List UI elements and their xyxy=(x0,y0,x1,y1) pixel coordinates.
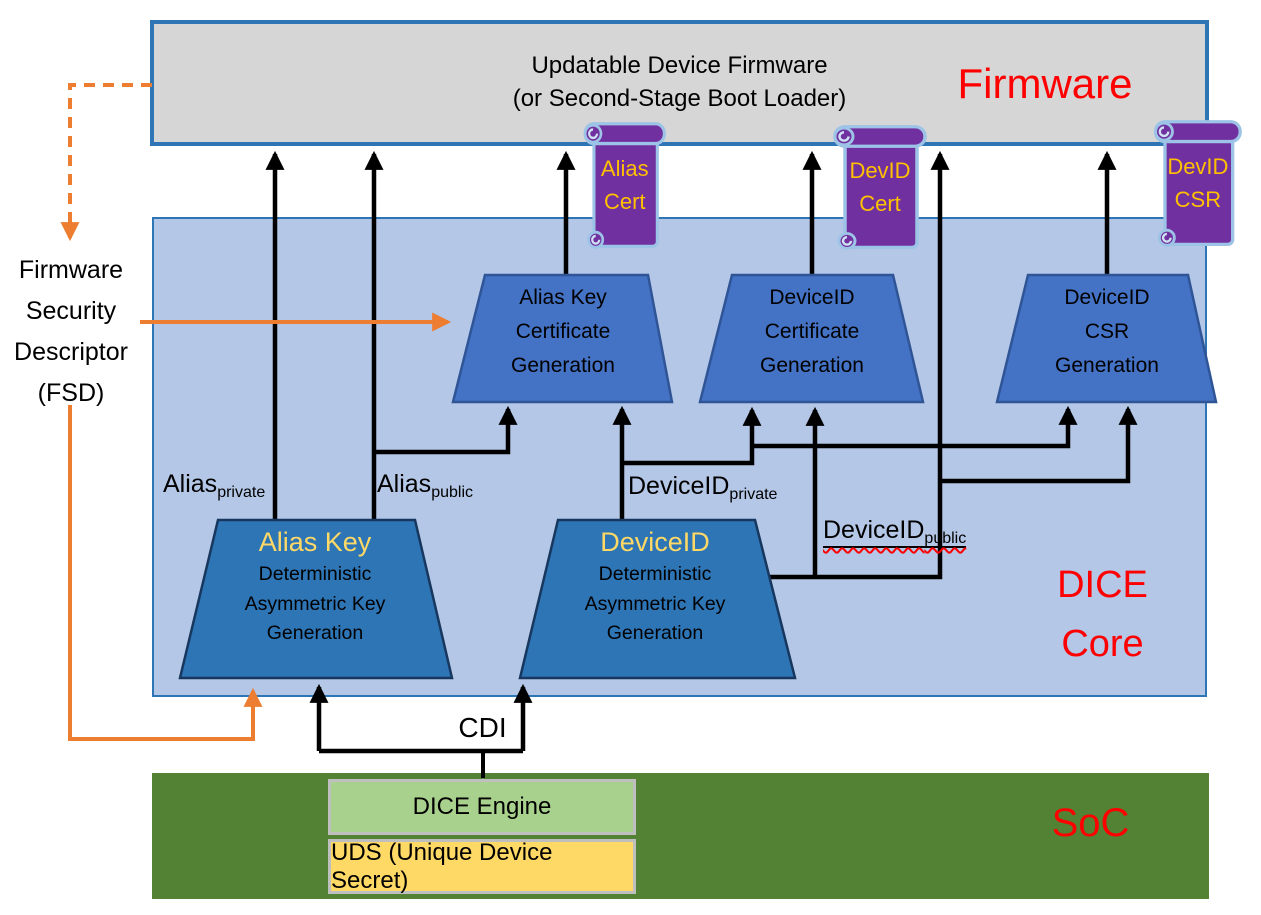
deviceid-public-label: DeviceIDpublic xyxy=(823,516,967,548)
alias-public-label: Aliaspublic xyxy=(377,470,473,501)
alias-key-gen-title: Alias Key xyxy=(258,527,372,557)
dice-core-region-label: DICE Core xyxy=(1057,564,1148,665)
alias-cert-gen-trapezoid xyxy=(451,273,674,404)
devid-csr-gen-trapezoid xyxy=(995,273,1218,404)
alias-cert-gen-label: Alias Key Certificate Generation xyxy=(511,286,615,377)
arrow-alias-public-to-alias-cert-gen xyxy=(374,405,518,455)
firmware-region-box xyxy=(150,20,1209,146)
firmware-title: Updatable Device Firmware (or Second-Sta… xyxy=(152,49,1207,115)
dice-engine-label: DICE Engine xyxy=(412,793,552,820)
devid-cert-gen-label: DeviceID Certificate Generation xyxy=(760,286,864,377)
soc-region-label: SoC xyxy=(1051,801,1130,845)
cdi-label: CDI xyxy=(458,712,507,743)
alias-cert-scroll: Alias Cert xyxy=(579,120,667,252)
arrow-deviceid-private-to-devid-csr-gen xyxy=(752,405,1078,449)
firmware-region-label: Firmware xyxy=(957,60,1133,107)
scroll-icon xyxy=(583,122,666,249)
devid-cert-gen-trapezoid xyxy=(698,273,925,404)
arrow-firmware-to-fsd-dashed xyxy=(60,83,152,242)
arrow-deviceid-public-to-firmware xyxy=(770,150,950,580)
alias-private-label: Aliasprivate xyxy=(163,470,266,501)
deviceid-gen-label: DeviceID Deterministic Asymmetric Key Ge… xyxy=(530,524,780,649)
uds-label: UDS (Unique Device Secret) xyxy=(331,838,553,894)
devid-csr-gen-label: DeviceID CSR Generation xyxy=(1055,286,1159,377)
devid-csr-scroll: DevID CSR xyxy=(1149,118,1243,250)
deviceid-gen-title: DeviceID xyxy=(600,527,710,557)
arrow-deviceid-public-to-devid-csr-gen xyxy=(940,405,1138,484)
alias-key-gen-label: Alias Key Deterministic Asymmetric Key G… xyxy=(190,524,440,649)
devid-cert-scroll-label: DevID Cert xyxy=(849,158,911,217)
deviceid-private-label: DeviceIDprivate xyxy=(628,472,778,503)
dice-engine-box: DICE Engine xyxy=(328,779,636,835)
scroll-icon xyxy=(833,125,927,250)
devid-cert-scroll: DevID Cert xyxy=(828,123,928,253)
uds-box: UDS (Unique Device Secret) xyxy=(328,839,636,894)
alias-key-gen-trapezoid xyxy=(178,518,454,680)
scroll-icon xyxy=(1153,120,1242,247)
arrow-deviceid-private-to-devid-cert-gen xyxy=(622,406,762,466)
fsd-label: Firmware Security Descriptor (FSD) xyxy=(14,256,128,407)
alias-cert-scroll-label: Alias Cert xyxy=(600,155,649,214)
firmware-title-line2: (or Second-Stage Boot Loader) xyxy=(512,85,847,112)
firmware-title-line1: Updatable Device Firmware xyxy=(531,52,828,79)
arrow-fsd-to-alias-key-gen xyxy=(68,405,263,741)
devid-csr-scroll-label: DevID CSR xyxy=(1167,153,1229,212)
deviceid-gen-trapezoid xyxy=(518,518,797,680)
